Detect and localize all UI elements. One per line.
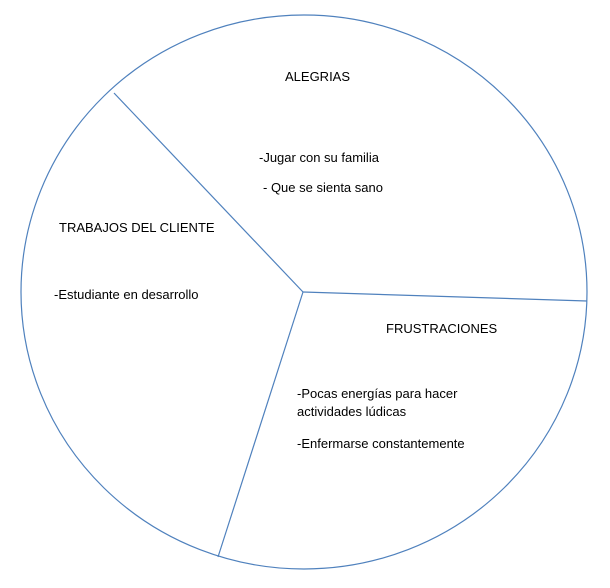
divider-line-right xyxy=(302,291,588,302)
frustraciones-item-2: -Enfermarse constantemente xyxy=(297,436,465,451)
trabajos-item-1: -Estudiante en desarrollo xyxy=(54,287,199,302)
alegrias-item-2: - Que se sienta sano xyxy=(263,180,383,195)
trabajos-title: TRABAJOS DEL CLIENTE xyxy=(59,220,215,235)
alegrias-title: ALEGRIAS xyxy=(285,69,351,84)
frustraciones-item-1: -Pocas energías para hacer actividades l… xyxy=(297,386,458,419)
divider-line-upper-left xyxy=(113,92,304,293)
frustraciones-title: FRUSTRACIONES xyxy=(386,321,498,336)
divider-line-lower xyxy=(217,291,304,558)
alegrias-item-1: -Jugar con su familia xyxy=(259,150,379,165)
